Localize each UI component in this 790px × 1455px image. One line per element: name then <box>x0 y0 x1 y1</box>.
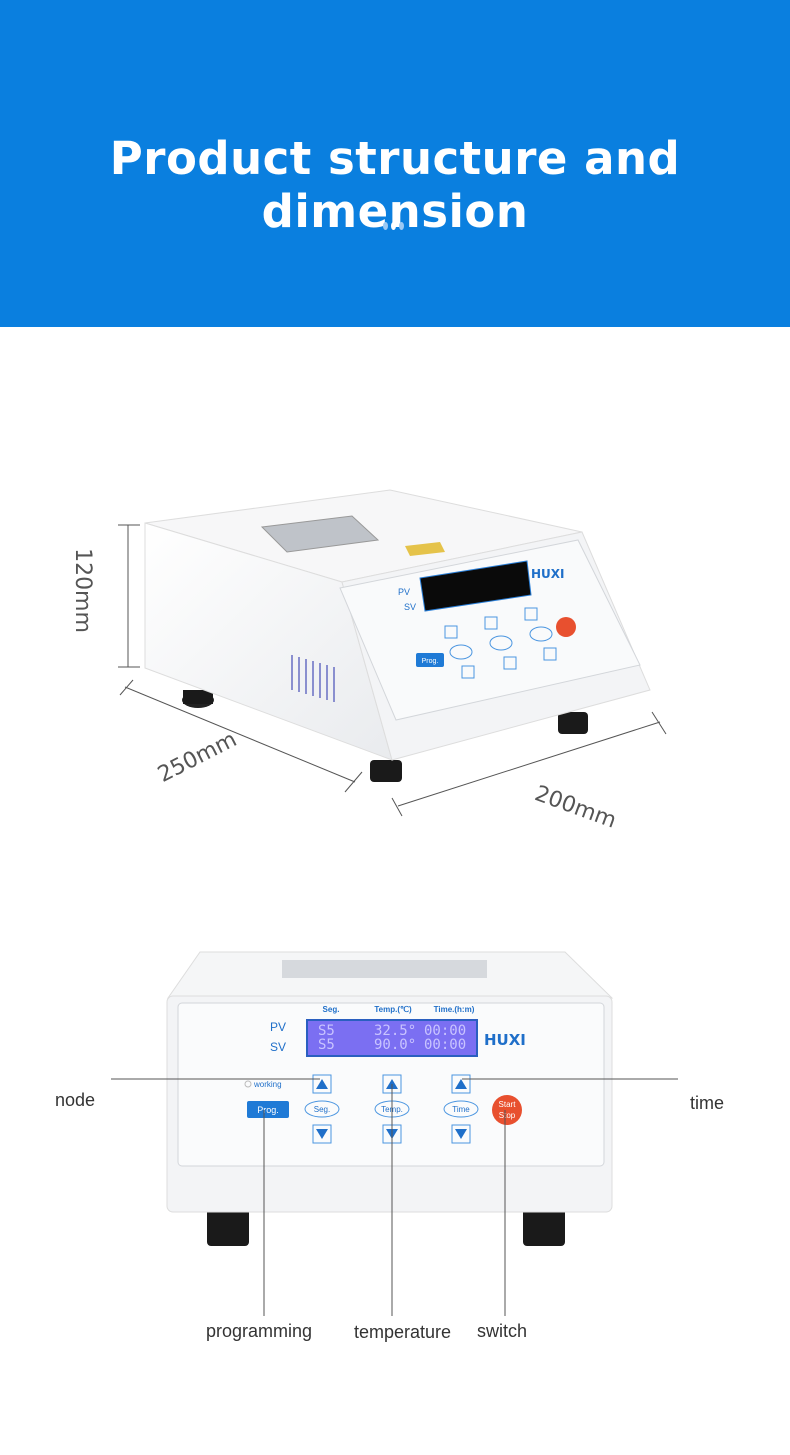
prog-button <box>416 653 444 667</box>
page-title: Product structure and dimension <box>109 132 681 238</box>
foot <box>523 1208 565 1246</box>
svg-text:Temp.(℃): Temp.(℃) <box>374 1005 412 1014</box>
svg-text:90.0°: 90.0° <box>374 1037 416 1053</box>
prog-button <box>247 1101 289 1118</box>
heating-block <box>260 515 380 553</box>
svg-text:SV: SV <box>404 602 416 612</box>
svg-text:S5: S5 <box>318 1037 335 1053</box>
svg-text:00:00: 00:00 <box>424 1023 466 1039</box>
callout-time: time <box>690 1093 725 1113</box>
decorative-dots <box>383 222 404 230</box>
svg-text:Seg.: Seg. <box>323 1005 340 1014</box>
foot <box>558 712 588 734</box>
foot <box>207 1208 249 1246</box>
svg-text:Prog.: Prog. <box>257 1105 279 1115</box>
heating-block <box>282 960 487 978</box>
warning-label <box>405 542 445 556</box>
svg-text:HUXI: HUXI <box>484 1031 526 1049</box>
svg-text:working: working <box>253 1080 282 1089</box>
svg-text:Seg.: Seg. <box>314 1105 330 1114</box>
start-stop-button <box>492 1095 522 1125</box>
svg-text:Prog.: Prog. <box>422 658 439 665</box>
dimension-lines <box>118 524 667 817</box>
callout-switch: switch <box>477 1321 528 1341</box>
svg-text:SV: SV <box>270 1040 286 1054</box>
callout-programming: programming <box>206 1321 313 1341</box>
svg-text:Stop: Stop <box>499 1111 516 1120</box>
lcd-display <box>306 1019 478 1057</box>
svg-text:PV: PV <box>270 1020 286 1034</box>
start-stop-button <box>556 617 576 637</box>
svg-text:Time: Time <box>452 1105 470 1114</box>
display <box>419 560 532 612</box>
device-perspective-view: HUXI PV SV Prog. <box>118 489 667 817</box>
svg-text:00:00: 00:00 <box>424 1037 466 1053</box>
svg-text:S5: S5 <box>318 1023 335 1039</box>
svg-text:PV: PV <box>398 587 410 597</box>
svg-text:HUXI: HUXI <box>531 567 565 581</box>
callout-temperature: temperature <box>354 1322 452 1342</box>
height-dimension: 120mm <box>69 548 95 633</box>
callout-lines <box>111 1078 678 1316</box>
callout-node: node <box>55 1090 96 1110</box>
svg-text:32.5°: 32.5° <box>374 1023 416 1039</box>
header-banner <box>0 0 790 327</box>
foot <box>370 760 402 782</box>
svg-text:Time.(h:m): Time.(h:m) <box>434 1005 475 1014</box>
vent-grille <box>291 655 335 702</box>
device-front-view: S5 32.5° 00:00 S5 90.0° 00:00 Seg. Temp.… <box>166 951 614 1246</box>
svg-text:Start: Start <box>499 1100 517 1109</box>
